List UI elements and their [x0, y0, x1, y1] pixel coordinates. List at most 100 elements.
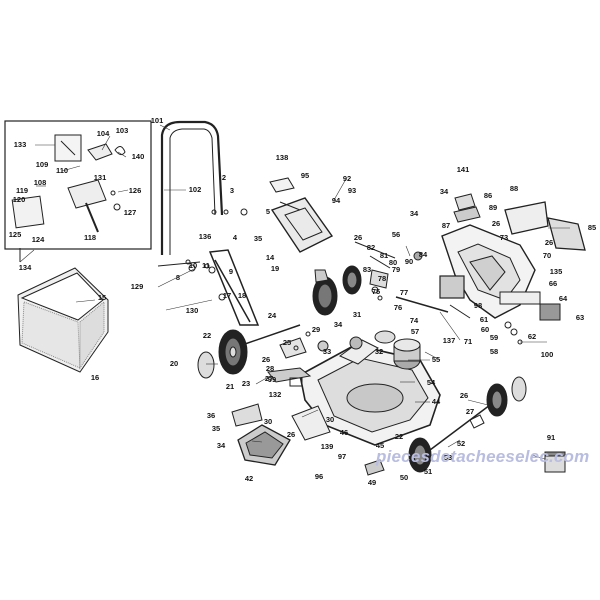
- part-label: 34: [439, 187, 449, 196]
- safety-key-tray: [291, 405, 331, 441]
- part-label: 89: [488, 203, 498, 212]
- part-label: 119: [15, 186, 29, 195]
- part-label: 26: [544, 238, 554, 247]
- part-label: 34: [333, 320, 343, 329]
- battery-cell: [539, 303, 561, 321]
- switch-box: [67, 179, 107, 209]
- part-label: 76: [393, 303, 403, 312]
- front-wheel-top: [342, 265, 362, 295]
- part-label: 133: [13, 140, 27, 149]
- part-label: 24: [267, 311, 277, 320]
- part-label: 22: [394, 432, 404, 441]
- hubcap-right: [511, 376, 527, 402]
- part-label: 44: [431, 397, 441, 406]
- front-axle: [429, 404, 491, 451]
- part-label: 95: [300, 171, 310, 180]
- latch: [314, 269, 329, 283]
- rear-flap: [270, 197, 334, 253]
- part-label: 61: [479, 315, 489, 324]
- part-label: 64: [558, 294, 568, 303]
- part-label: 141: [456, 165, 470, 174]
- part-label: 54: [426, 378, 436, 387]
- part-label: 53: [443, 453, 453, 462]
- part-label: 120: [12, 195, 26, 204]
- part-label: 63: [575, 313, 585, 322]
- part-label: 73: [499, 233, 509, 242]
- part-label: 26: [261, 355, 271, 364]
- part-label: 58: [489, 347, 499, 356]
- part-label: 4: [232, 233, 238, 242]
- part-label: 26: [459, 391, 469, 400]
- key-part: [114, 146, 126, 156]
- part-label: 84: [418, 250, 428, 259]
- clip-part: [87, 143, 113, 161]
- part-label: 27: [465, 407, 475, 416]
- part-label: 83: [362, 265, 372, 274]
- part-label: 79: [391, 265, 401, 274]
- switch-cover: [454, 193, 476, 211]
- gear: [349, 336, 363, 350]
- part-label: 110: [55, 166, 69, 175]
- part-label: 135: [549, 267, 563, 276]
- part-label: 26: [286, 430, 296, 439]
- part-label: 19: [270, 264, 280, 273]
- part-label: 31: [352, 310, 362, 319]
- part-label: 26: [491, 219, 501, 228]
- part-label: 93: [347, 186, 357, 195]
- motor: [393, 338, 421, 370]
- part-label: 77: [399, 288, 409, 297]
- battery-pack: [439, 275, 465, 299]
- carry-handle: [504, 201, 549, 235]
- part-label: 21: [225, 382, 235, 391]
- part-label: 30: [263, 417, 273, 426]
- part-label: 71: [463, 337, 473, 346]
- part-label: 34: [409, 209, 419, 218]
- part-label: 60: [480, 325, 490, 334]
- part-label: 80: [388, 258, 398, 267]
- part-label: 51: [423, 467, 433, 476]
- part-label: 5: [265, 207, 271, 216]
- part-label: 29: [311, 325, 321, 334]
- part-label: 28: [265, 364, 275, 373]
- part-label: 35: [253, 234, 263, 243]
- part-label: 98: [473, 301, 483, 310]
- part-label: 45: [375, 441, 385, 450]
- rear-wheel-right: [312, 276, 338, 316]
- part-label: 99: [267, 375, 277, 384]
- part-label: 131: [93, 173, 107, 182]
- label-card: [269, 177, 295, 193]
- part-label: 33: [322, 347, 332, 356]
- part-label: 42: [244, 474, 254, 483]
- part-label: 109: [35, 160, 49, 169]
- hubcap-left: [197, 351, 215, 379]
- part-label: 23: [241, 379, 251, 388]
- part-label: 91: [546, 433, 556, 442]
- part-label: 104: [96, 129, 110, 138]
- part-label: 22: [202, 331, 212, 340]
- switch-module: [11, 195, 45, 229]
- part-label: 132: [268, 390, 282, 399]
- part-label: 136: [198, 232, 212, 241]
- side-flap: [231, 403, 263, 427]
- part-label: 11: [202, 261, 210, 270]
- front-wheel-right: [486, 383, 508, 417]
- rear-wheel-left: [218, 329, 248, 375]
- part-label: 46: [339, 428, 349, 437]
- part-label: 96: [314, 472, 324, 481]
- part-label: 75: [371, 287, 381, 296]
- part-label: 35: [211, 424, 221, 433]
- part-label: 49: [367, 478, 377, 487]
- grass-bag: [17, 267, 109, 373]
- part-label: 103: [115, 126, 129, 135]
- part-label: 129: [130, 282, 144, 291]
- part-label: 66: [548, 279, 558, 288]
- part-label: 92: [342, 174, 352, 183]
- part-label: 27: [264, 374, 274, 383]
- watermark-text: piecesdetacheeselec.com: [376, 447, 590, 466]
- mower-deck: [299, 339, 441, 446]
- part-label: 62: [527, 332, 537, 341]
- rod-part: [85, 202, 99, 233]
- part-label: 124: [31, 235, 45, 244]
- part-label: 70: [542, 251, 552, 260]
